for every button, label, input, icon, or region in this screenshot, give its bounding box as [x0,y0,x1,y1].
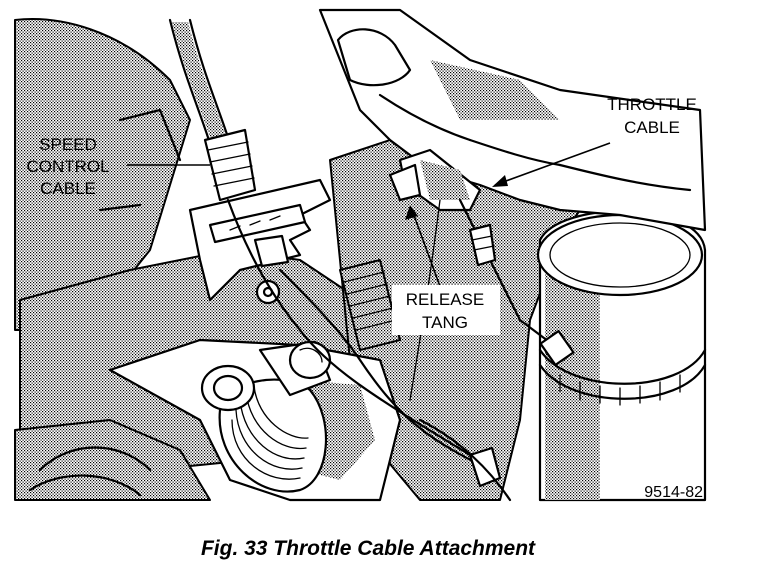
cable-bracket [188,178,332,305]
engine-housing-left [14,18,191,331]
hand [318,8,707,232]
speed-control-cable [168,18,257,202]
lower-housing [14,419,211,501]
engine-illustration [14,8,707,502]
speed-control-label-line3: CABLE [40,179,96,198]
throttle-cable-label-line2: CABLE [624,118,680,137]
release-tang-arrow [405,205,418,220]
figure-caption: Fig. 33 Throttle Cable Attachment [201,537,536,560]
throttle-cable-end [388,148,575,367]
filter-canister [536,210,707,502]
throttle-wire [278,268,492,472]
speed-control-label-line2: CONTROL [26,157,109,176]
figure-code: 9514-82 [644,484,703,501]
throttle-cable-leader [494,142,611,186]
return-spring [339,259,401,351]
speed-control-label-line1: SPEED [39,135,97,154]
speed-control-cable-label: SPEED CONTROL CABLE [26,135,109,198]
throttle-body [108,338,402,502]
release-tang-label: RELEASE TANG [392,285,500,335]
release-tang-label-line2: TANG [422,313,468,332]
throttle-cable-arrow [492,175,508,187]
release-tang-label-line1: RELEASE [406,290,484,309]
throttle-cable-label: THROTTLE CABLE [607,95,697,137]
throttle-cable-label-line1: THROTTLE [607,95,697,114]
